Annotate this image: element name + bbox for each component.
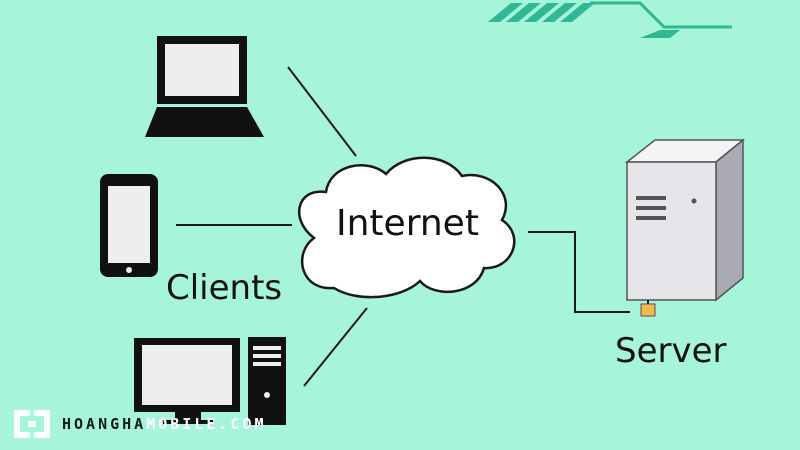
brand-logo-icon xyxy=(14,410,50,438)
watermark: HOANGHAMOBILE.COM xyxy=(8,407,267,441)
internet-to-server-line xyxy=(528,231,630,313)
desktop-computer-icon xyxy=(134,337,286,425)
server-tower-icon xyxy=(624,138,746,317)
server-label: Server xyxy=(615,331,727,371)
watermark-text-dark: HOANGHA xyxy=(62,415,147,433)
cloud-icon xyxy=(297,156,516,299)
clients-label: Clients xyxy=(166,268,283,308)
laptop-icon xyxy=(145,36,264,137)
watermark-text: HOANGHAMOBILE.COM xyxy=(62,415,267,433)
watermark-text-light: MOBILE.COM xyxy=(146,415,267,433)
smartphone-icon xyxy=(100,174,158,277)
connection-lines xyxy=(176,66,630,387)
decorative-stripes xyxy=(488,1,732,38)
internet-label: Internet xyxy=(336,203,479,244)
laptop-to-internet-line xyxy=(287,66,357,157)
desktop-to-internet-line xyxy=(303,307,368,387)
network-connector-icon xyxy=(640,303,656,317)
